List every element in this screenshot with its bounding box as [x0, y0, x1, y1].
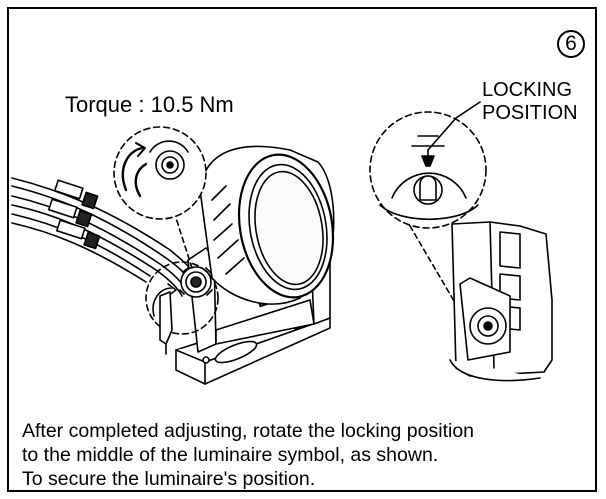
step-number: 6 [565, 32, 577, 55]
locking-position-label-line2: POSITION [482, 102, 578, 124]
detail-leader-upper [175, 217, 193, 269]
hex-key-icon [159, 291, 173, 355]
instruction-caption: After completed adjusting, rotate the lo… [22, 419, 592, 491]
instruction-frame [7, 7, 597, 492]
caption-line-3: To secure the luminaire's position. [22, 468, 316, 490]
locking-detail-circle [369, 111, 487, 229]
locking-position-label-line1: LOCKING [482, 79, 573, 101]
locking-label-leader [427, 101, 481, 151]
step-number-badge: 6 [557, 30, 585, 58]
luminaire-head [199, 145, 335, 305]
detail-leader-right [409, 225, 465, 319]
cable-connector-2 [47, 198, 93, 228]
luminaire-side-view [449, 221, 553, 382]
detail-circle-upper [113, 126, 207, 220]
curved-rotate-arrow-icon [121, 142, 148, 198]
caption-line-2: to the middle of the luminaire symbol, a… [22, 444, 439, 466]
torque-label: Torque : 10.5 Nm [65, 92, 234, 117]
cable-connector-3 [55, 219, 101, 250]
caption-line-1: After completed adjusting, rotate the lo… [22, 420, 475, 442]
cable-connector-1 [53, 179, 99, 210]
luminaire-symbol-icon [421, 149, 435, 167]
bracket-lock-knob [179, 266, 213, 298]
locking-position-label: LOCKING POSITION [482, 79, 578, 125]
